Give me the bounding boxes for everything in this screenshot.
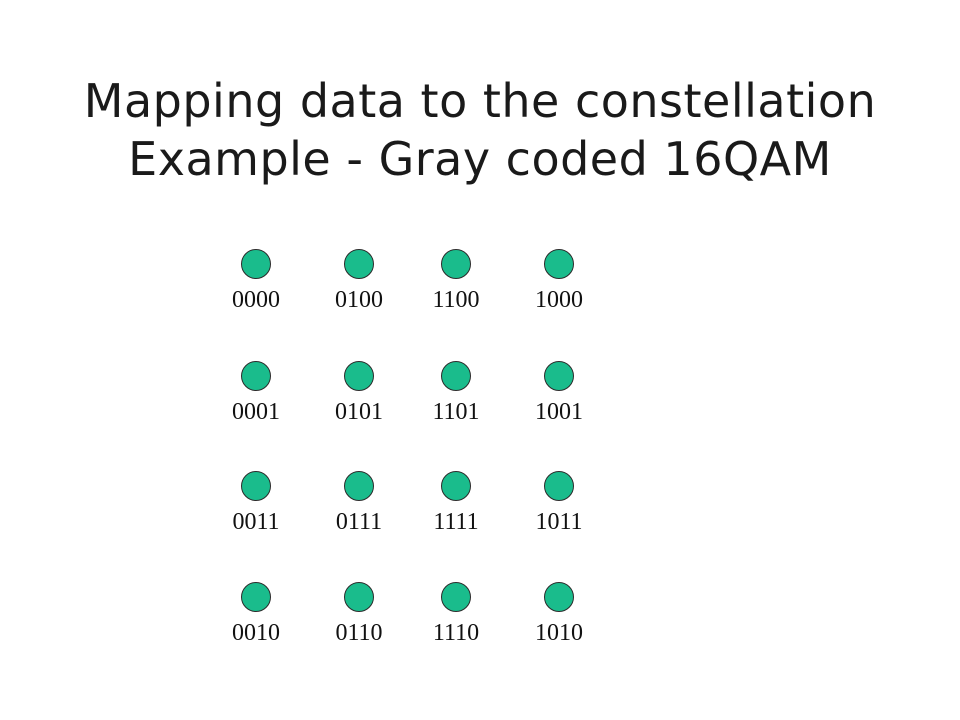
constellation-point: [544, 471, 574, 501]
constellation-point-label: 1101: [432, 399, 480, 425]
title-line-1: Mapping data to the constellation: [83, 74, 877, 128]
constellation-point-label: 1110: [432, 620, 480, 646]
constellation-point: [441, 361, 471, 391]
constellation-point: [344, 582, 374, 612]
constellation-point-label: 1001: [535, 399, 583, 425]
constellation-point: [241, 249, 271, 279]
constellation-point-label: 0110: [335, 620, 383, 646]
constellation-point: [441, 471, 471, 501]
constellation-point-label: 1010: [535, 620, 583, 646]
constellation-point-label: 0100: [335, 287, 383, 313]
constellation-point: [241, 582, 271, 612]
constellation-point: [441, 249, 471, 279]
constellation-point-label: 1011: [535, 509, 583, 535]
constellation-point-label: 0010: [232, 620, 280, 646]
constellation-point-label: 0011: [232, 509, 280, 535]
constellation-point: [544, 582, 574, 612]
constellation-point: [241, 471, 271, 501]
constellation-point-label: 1100: [432, 287, 480, 313]
constellation-point-label: 1000: [535, 287, 583, 313]
constellation-point-label: 0111: [335, 509, 383, 535]
constellation-point: [344, 471, 374, 501]
constellation-point: [441, 582, 471, 612]
constellation-point-label: 1111: [433, 509, 479, 535]
constellation-point: [544, 249, 574, 279]
constellation-point-label: 0001: [232, 399, 280, 425]
title-line-2: Example - Gray coded 16QAM: [128, 132, 832, 186]
constellation-point: [344, 361, 374, 391]
constellation-point-label: 0101: [335, 399, 383, 425]
slide-title: Mapping data to the constellation Exampl…: [0, 72, 960, 188]
constellation-point: [241, 361, 271, 391]
constellation-point: [544, 361, 574, 391]
constellation-point: [344, 249, 374, 279]
constellation-point-label: 0000: [232, 287, 280, 313]
